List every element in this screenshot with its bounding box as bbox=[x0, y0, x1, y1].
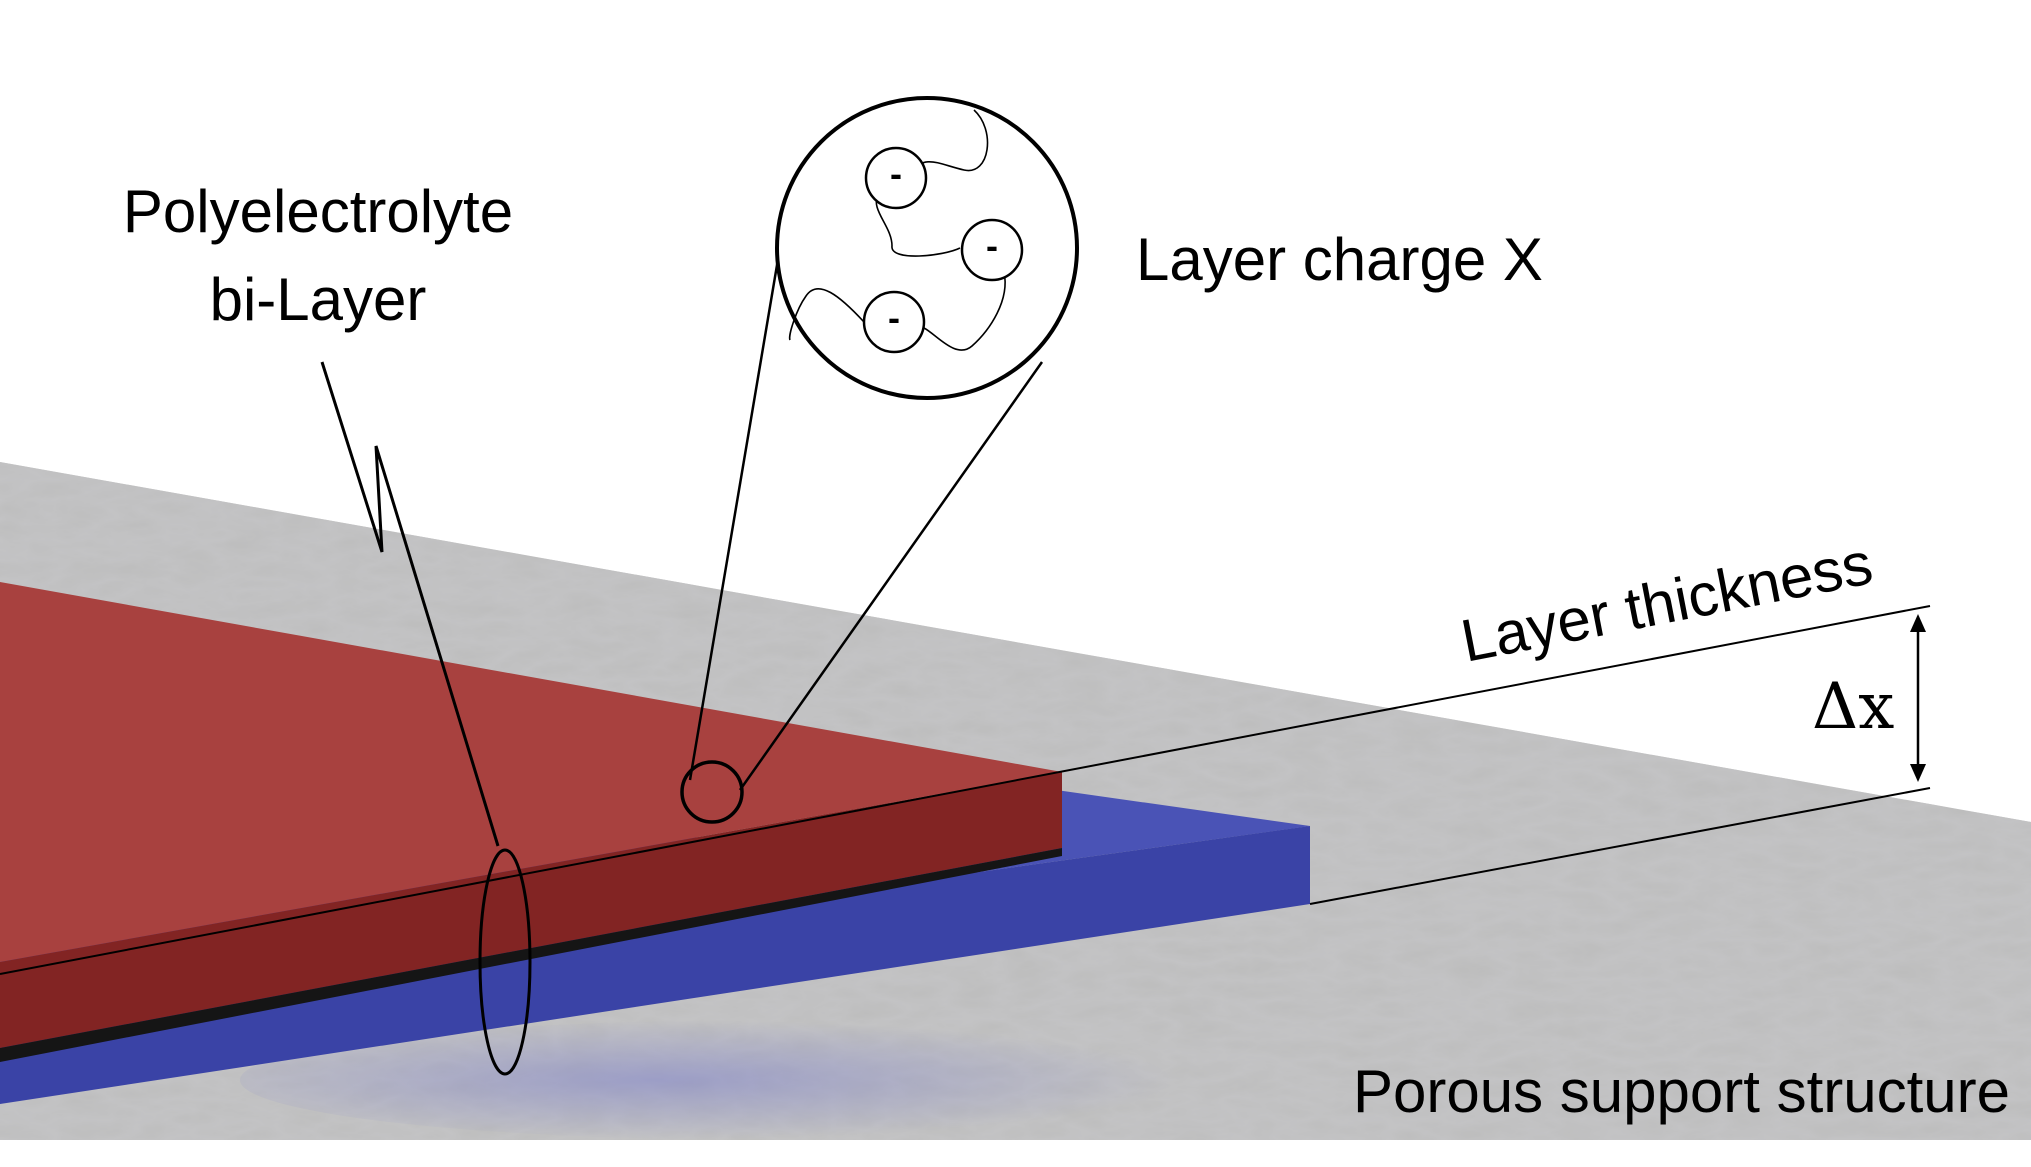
top-layer-front-face bbox=[0, 772, 1062, 1048]
thickness-arrow bbox=[1910, 614, 1926, 782]
bilayer-pointer-line bbox=[320, 361, 500, 847]
bilayer-label-line1: Polyelectrolyte bbox=[123, 178, 513, 245]
thickness-guides bbox=[0, 605, 1931, 975]
charge-3-sign: - bbox=[888, 297, 900, 338]
charge-1-sign: - bbox=[890, 153, 902, 194]
bilayer-callout bbox=[320, 361, 532, 1076]
layer-thickness-label: Layer thickness bbox=[1456, 529, 1878, 674]
upper-guide-line bbox=[0, 605, 1931, 975]
top-layer-top-face bbox=[0, 582, 1062, 962]
charge-3: - bbox=[862, 290, 926, 354]
charge-magnifier: - - - bbox=[680, 96, 1079, 824]
charge-2-sign: - bbox=[986, 225, 998, 266]
bilayer-label-line2: bi-Layer bbox=[210, 266, 427, 333]
charge-2: - bbox=[960, 218, 1024, 282]
porous-support-label: Porous support structure bbox=[1353, 1058, 2010, 1125]
bilayer-cross-section-ellipse bbox=[478, 848, 532, 1076]
bottom-layer-front-face bbox=[0, 826, 1310, 1104]
magnified-spot-circle bbox=[680, 760, 744, 824]
charge-1: - bbox=[864, 146, 928, 210]
layer-charge-label: Layer charge X bbox=[1136, 226, 1543, 293]
lower-guide-line bbox=[1309, 787, 1931, 905]
magnifier-inset-circle bbox=[775, 96, 1079, 400]
delta-x-label: Δx bbox=[1812, 670, 1894, 744]
layer-shadow bbox=[240, 1020, 1280, 1140]
